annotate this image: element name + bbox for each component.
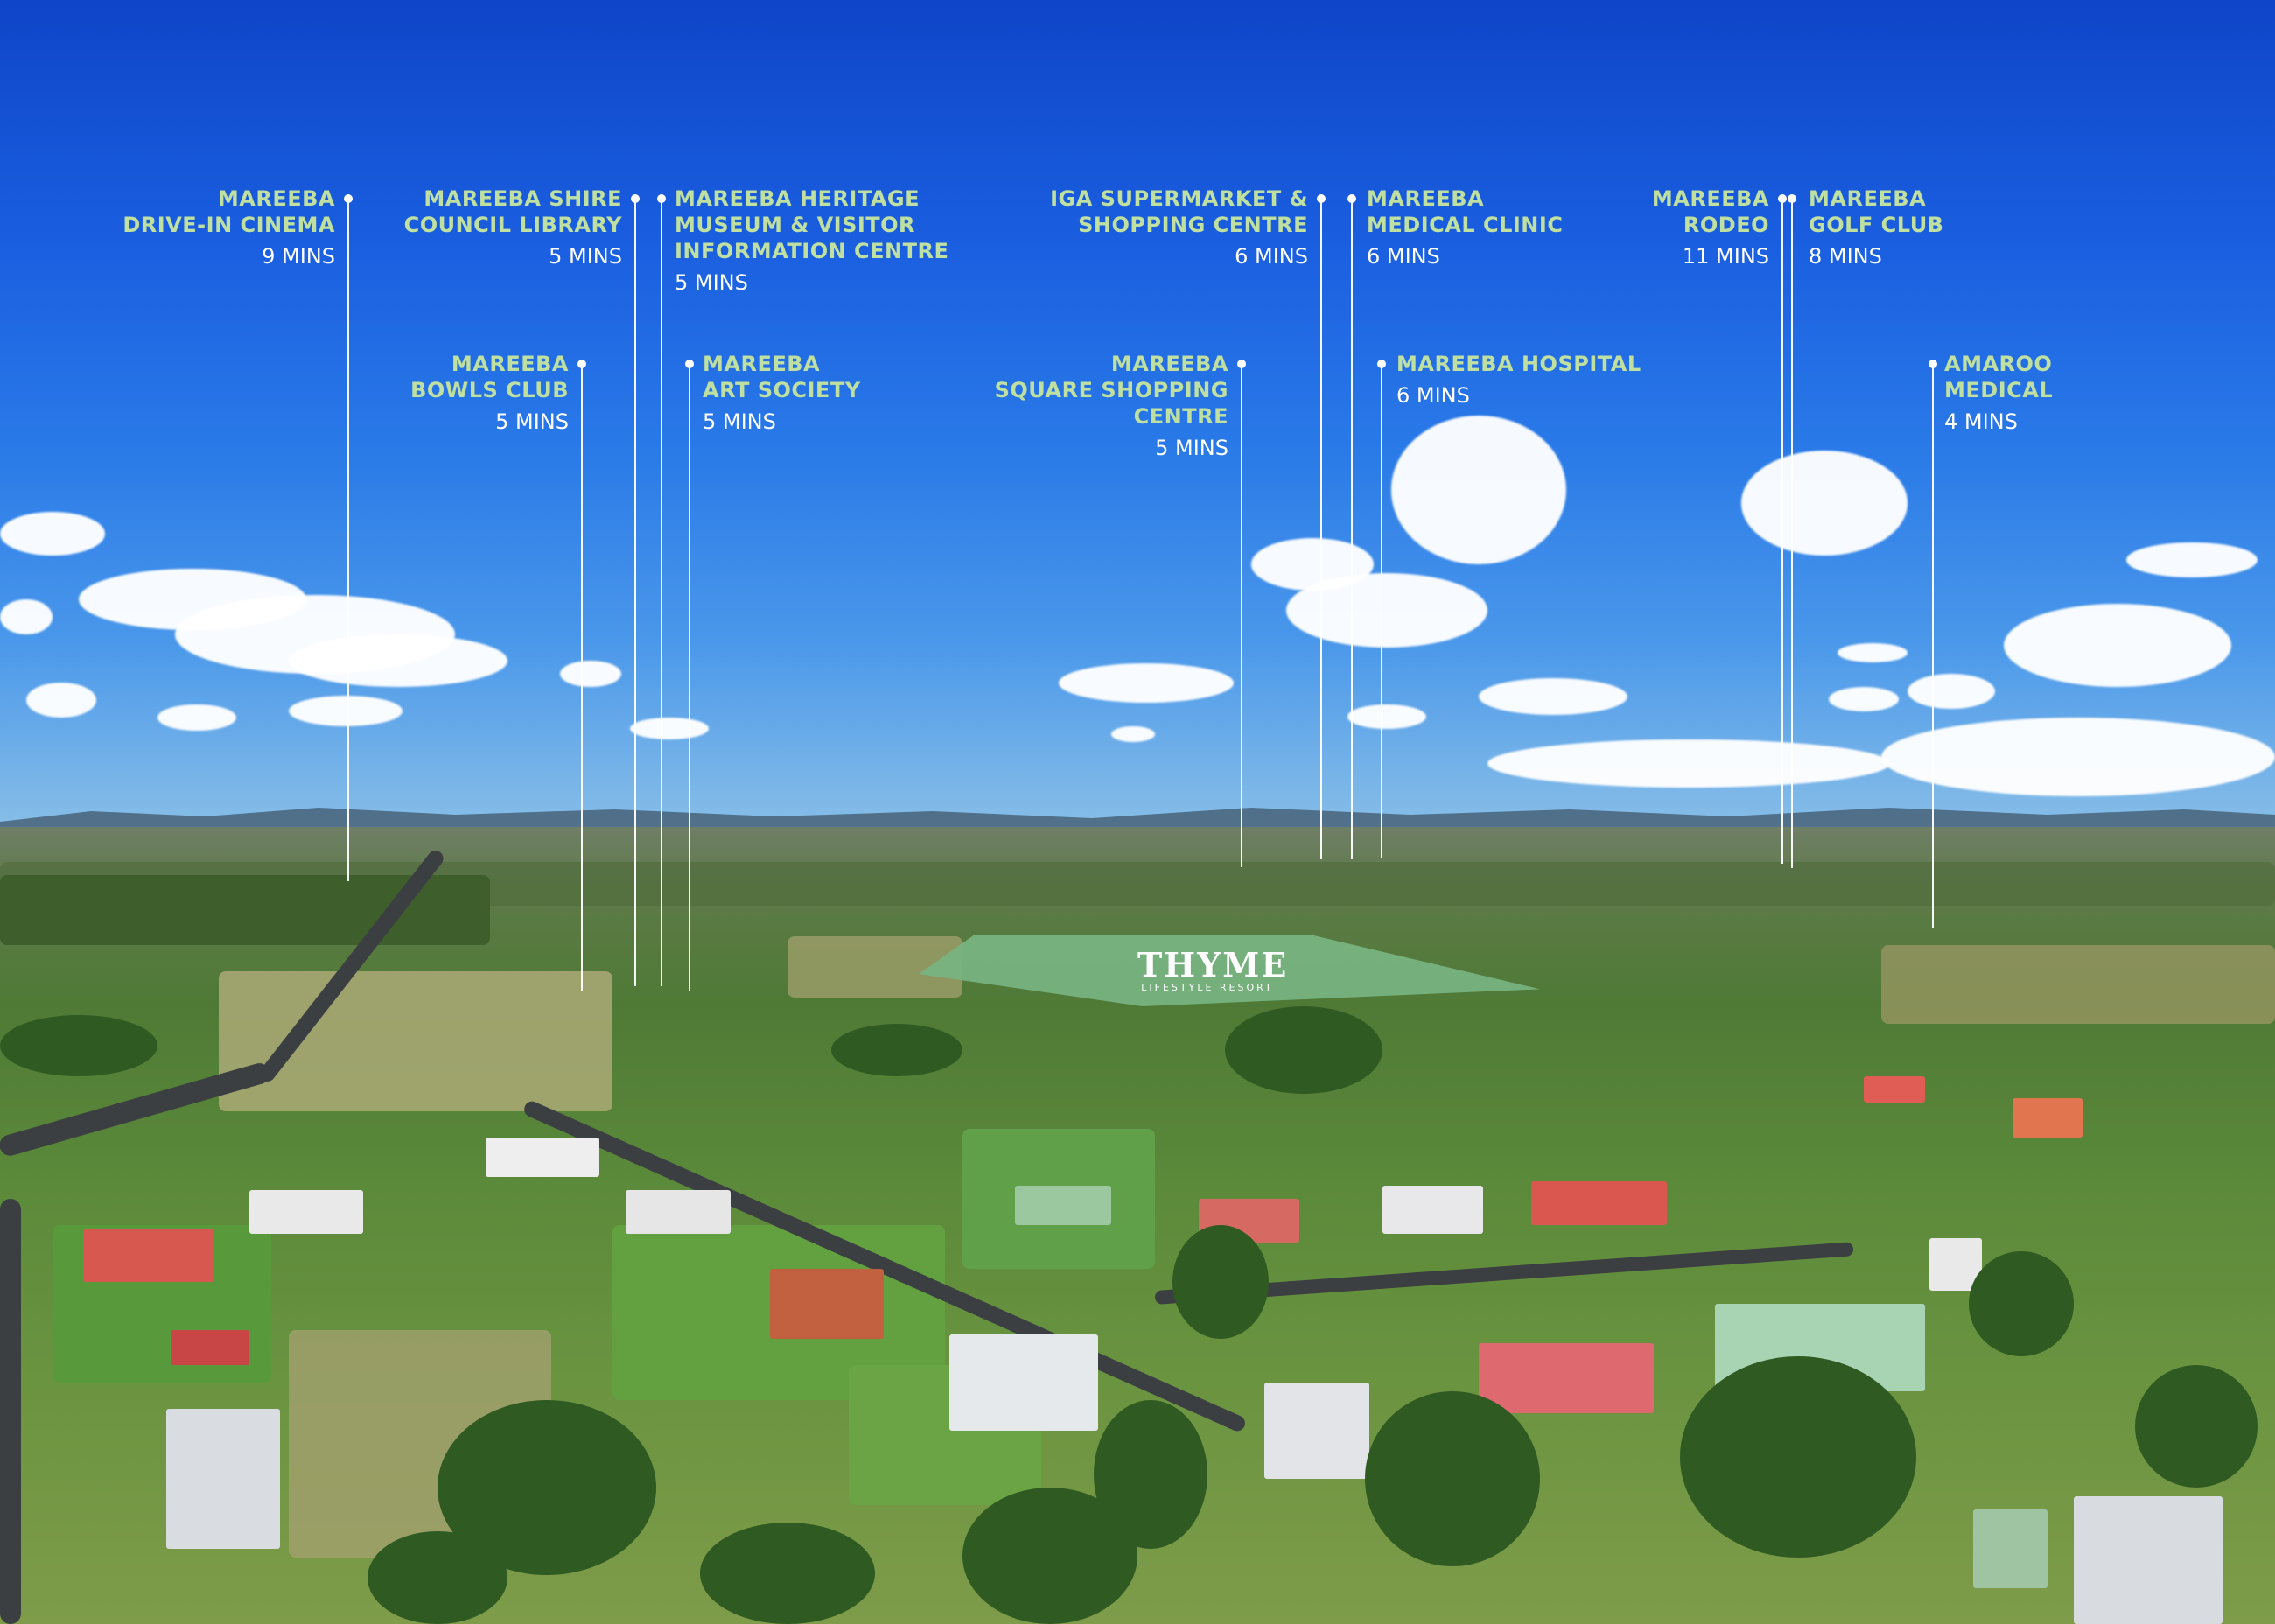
poi-travel-time: 6 MINS — [1235, 244, 1308, 269]
poi-name: MAREEBA SQUARE SHOPPING CENTRE — [994, 352, 1228, 429]
poi-name: MAREEBA DRIVE-IN CINEMA — [122, 186, 335, 237]
poi-travel-time: 4 MINS — [1944, 410, 2018, 434]
poi-square-shopping-centre: MAREEBA SQUARE SHOPPING CENTRE 5 MINS — [962, 351, 1228, 461]
poi-travel-time: 5 MINS — [675, 270, 748, 295]
poi-medical-clinic: MAREEBA MEDICAL CLINIC 6 MINS — [1367, 186, 1629, 270]
poi-travel-time: 6 MINS — [1396, 383, 1470, 408]
poi-hospital: MAREEBA HOSPITAL 6 MINS — [1396, 351, 1676, 409]
poi-amaroo-medical: AMAROO MEDICAL 4 MINS — [1944, 351, 2119, 435]
poi-name: AMAROO MEDICAL — [1944, 352, 2054, 402]
poi-golf-club: MAREEBA GOLF CLUB 8 MINS — [1809, 186, 2019, 270]
poi-rodeo: MAREEBA RODEO 11 MINS — [1601, 186, 1769, 270]
poi-council-library: MAREEBA SHIRE COUNCIL LIBRARY 5 MINS — [350, 186, 622, 270]
poi-travel-time: 5 MINS — [495, 410, 569, 434]
poi-name: MAREEBA BOWLS CLUB — [410, 352, 569, 402]
poi-travel-time: 5 MINS — [703, 410, 776, 434]
poi-name: MAREEBA SHIRE COUNCIL LIBRARY — [403, 186, 622, 237]
poi-name: MAREEBA HERITAGE MUSEUM & VISITOR INFORM… — [675, 186, 949, 263]
poi-drive-in-cinema: MAREEBA DRIVE-IN CINEMA 9 MINS — [88, 186, 335, 270]
poi-art-society: MAREEBA ART SOCIETY 5 MINS — [703, 351, 921, 435]
poi-name: MAREEBA GOLF CLUB — [1809, 186, 1944, 237]
poi-name: MAREEBA MEDICAL CLINIC — [1367, 186, 1564, 237]
poi-travel-time: 11 MINS — [1682, 244, 1769, 269]
poi-travel-time: 9 MINS — [262, 244, 335, 269]
poi-heritage-museum: MAREEBA HERITAGE MUSEUM & VISITOR INFORM… — [675, 186, 963, 296]
poi-travel-time: 5 MINS — [549, 244, 622, 269]
development-logo-title: THYME — [1138, 945, 1289, 984]
development-logo-tagline: LIFESTYLE RESORT — [1141, 982, 1274, 993]
poi-name: MAREEBA ART SOCIETY — [703, 352, 861, 402]
poi-bowls-club: MAREEBA BOWLS CLUB 5 MINS — [350, 351, 569, 435]
poi-name: MAREEBA HOSPITAL — [1396, 352, 1642, 376]
poi-iga-supermarket: IGA SUPERMARKET & SHOPPING CENTRE 6 MINS — [1006, 186, 1308, 270]
poi-travel-time: 8 MINS — [1809, 244, 1882, 269]
poi-travel-time: 5 MINS — [1155, 436, 1228, 460]
poi-name: MAREEBA RODEO — [1651, 186, 1769, 237]
poi-travel-time: 6 MINS — [1367, 244, 1440, 269]
poi-name: IGA SUPERMARKET & SHOPPING CENTRE — [1050, 186, 1308, 237]
